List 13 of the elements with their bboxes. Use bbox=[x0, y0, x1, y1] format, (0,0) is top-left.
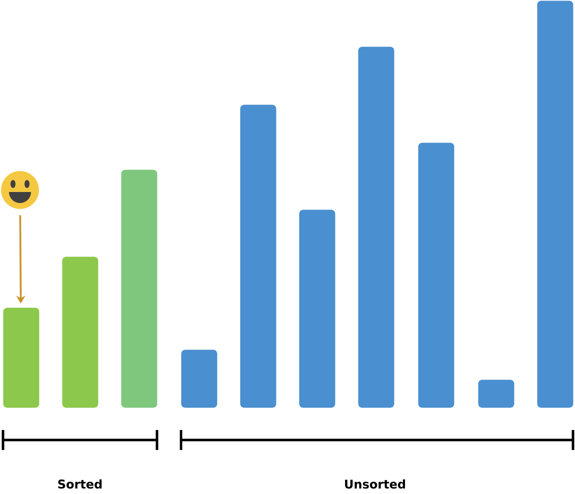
bar bbox=[358, 46, 394, 408]
bar bbox=[3, 308, 40, 408]
smiley-icon bbox=[1, 171, 39, 209]
bar bbox=[537, 0, 574, 408]
bar bbox=[240, 104, 276, 408]
bar bbox=[121, 170, 158, 408]
bar bbox=[62, 256, 98, 408]
bar bbox=[418, 142, 454, 408]
bar bbox=[299, 210, 336, 408]
bar bbox=[478, 380, 514, 408]
range-label: Unsorted bbox=[345, 479, 405, 489]
range-label: Sorted bbox=[58, 479, 102, 489]
bar bbox=[181, 350, 218, 408]
